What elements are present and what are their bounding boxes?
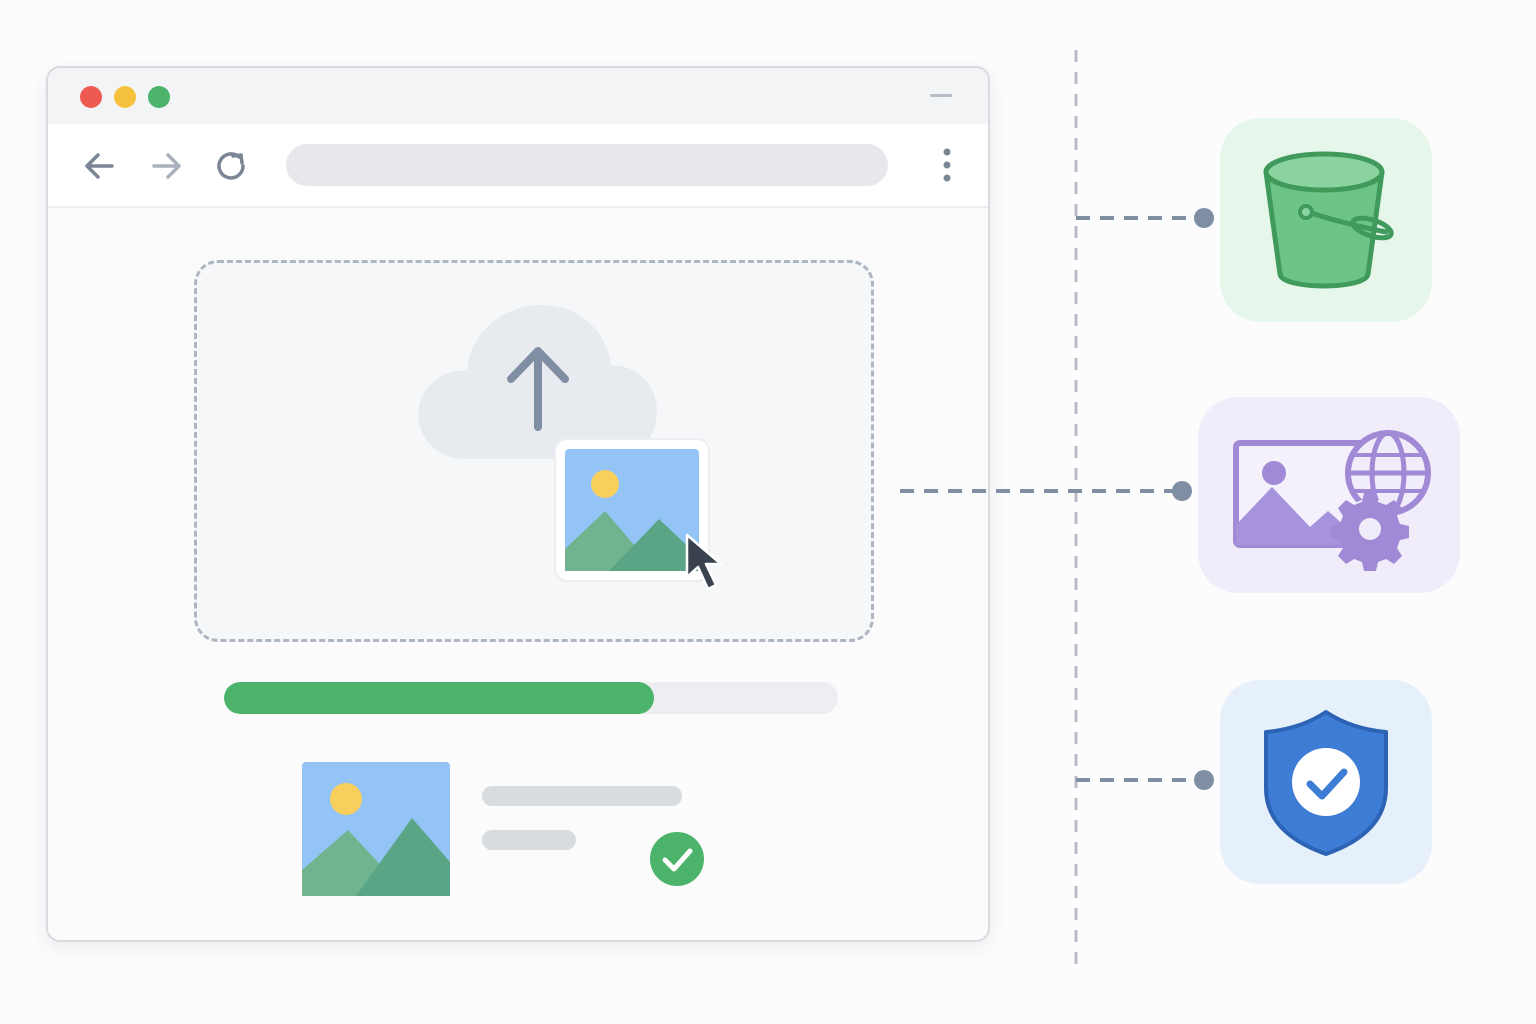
security-service-tile[interactable] bbox=[1220, 680, 1432, 884]
connector-dot-storage bbox=[1194, 208, 1214, 228]
upload-success-check-icon bbox=[650, 832, 704, 886]
reload-icon[interactable] bbox=[212, 146, 252, 186]
storage-service-tile[interactable] bbox=[1220, 118, 1432, 322]
close-window-button[interactable] bbox=[80, 86, 102, 108]
browser-window bbox=[46, 66, 990, 942]
file-name-placeholder bbox=[482, 786, 682, 806]
image-processing-service-tile[interactable] bbox=[1198, 397, 1460, 593]
page-content bbox=[48, 208, 988, 940]
forward-arrow-icon[interactable] bbox=[146, 146, 186, 186]
gear-icon bbox=[1331, 493, 1409, 571]
connector-dot-processing bbox=[1172, 481, 1192, 501]
back-arrow-icon[interactable] bbox=[80, 146, 120, 186]
upload-progress-bar bbox=[224, 682, 838, 714]
more-menu-icon[interactable] bbox=[932, 144, 962, 186]
image-processing-icon bbox=[1233, 430, 1431, 571]
minimize-window-button[interactable] bbox=[114, 86, 136, 108]
browser-toolbar bbox=[48, 124, 988, 208]
storage-bucket-icon bbox=[1263, 151, 1394, 289]
upload-dropzone[interactable] bbox=[194, 260, 874, 642]
file-size-placeholder bbox=[482, 830, 576, 850]
mouse-pointer-icon bbox=[685, 533, 723, 591]
connector-dot-security bbox=[1194, 770, 1214, 790]
cloud-upload-icon bbox=[418, 305, 657, 459]
image-thumbnail-icon[interactable] bbox=[553, 437, 733, 597]
upload-progress-fill bbox=[224, 682, 654, 714]
maximize-window-button[interactable] bbox=[148, 86, 170, 108]
window-minimize-dash-icon[interactable] bbox=[930, 94, 952, 97]
address-bar[interactable] bbox=[286, 144, 888, 186]
security-shield-icon bbox=[1264, 710, 1388, 856]
window-titlebar bbox=[48, 68, 988, 124]
uploaded-image-thumbnail-icon bbox=[302, 762, 450, 896]
service-connectors bbox=[900, 50, 1214, 970]
